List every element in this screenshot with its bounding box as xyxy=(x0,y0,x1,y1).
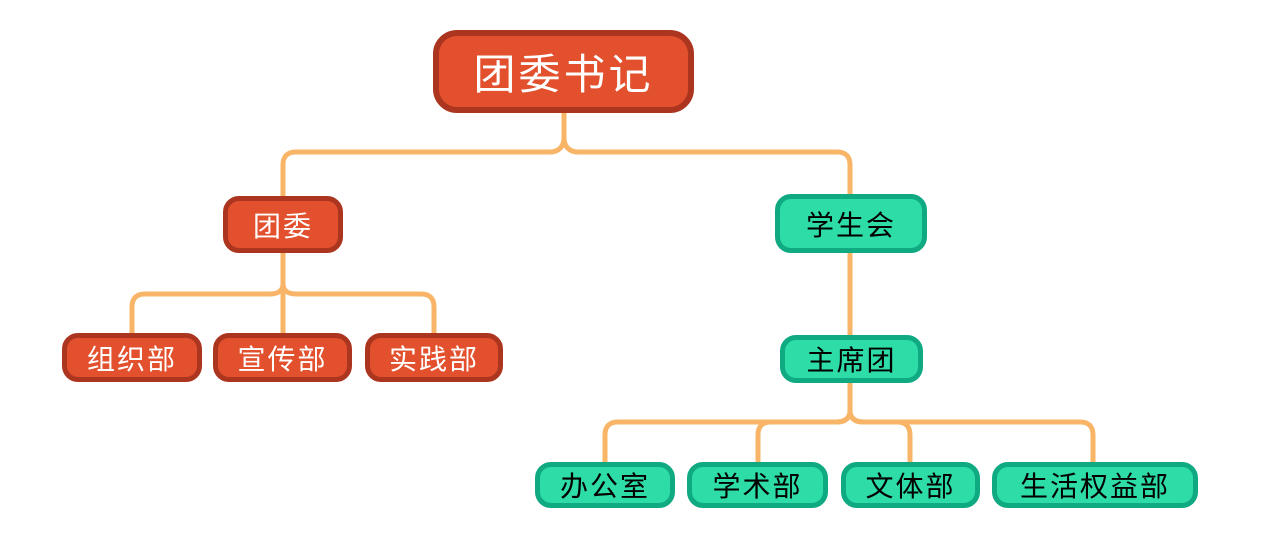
node-label: 团委 xyxy=(252,210,313,242)
node-label: 组织部 xyxy=(86,343,177,375)
node-office[interactable]: 办公室 xyxy=(535,462,675,508)
connector-zhuxituan-to-xueshubu xyxy=(755,380,853,465)
node-culture-sports-dept[interactable]: 文体部 xyxy=(841,462,980,508)
node-label: 宣传部 xyxy=(237,343,328,375)
connector-root-to-xueshenghui xyxy=(561,110,853,197)
node-label: 办公室 xyxy=(559,471,650,502)
connector-tuanwei-to-shijianbu xyxy=(280,250,437,336)
node-label: 文体部 xyxy=(865,471,956,502)
node-league-secretary[interactable]: 团委书记 xyxy=(433,30,694,113)
node-presidium[interactable]: 主席团 xyxy=(780,335,923,383)
connector-zhuxituan-to-shenghuoquanyibu xyxy=(847,380,1096,465)
node-label: 实践部 xyxy=(388,343,479,375)
node-student-union[interactable]: 学生会 xyxy=(775,194,927,253)
node-practice-dept[interactable]: 实践部 xyxy=(365,333,503,382)
node-publicity-dept[interactable]: 宣传部 xyxy=(213,333,352,382)
node-label: 学生会 xyxy=(805,209,896,241)
node-label: 主席团 xyxy=(806,345,897,376)
node-life-rights-dept[interactable]: 生活权益部 xyxy=(992,462,1198,508)
node-label: 学术部 xyxy=(712,471,803,502)
node-label: 团委书记 xyxy=(473,51,654,98)
node-label: 生活权益部 xyxy=(1019,471,1170,502)
node-organization-dept[interactable]: 组织部 xyxy=(62,333,202,382)
node-academic-dept[interactable]: 学术部 xyxy=(687,462,828,508)
connector-root-to-tuanwei xyxy=(280,110,567,199)
connector-tuanwei-to-zuzhibu xyxy=(129,250,286,336)
node-youth-league[interactable]: 团委 xyxy=(223,196,343,253)
